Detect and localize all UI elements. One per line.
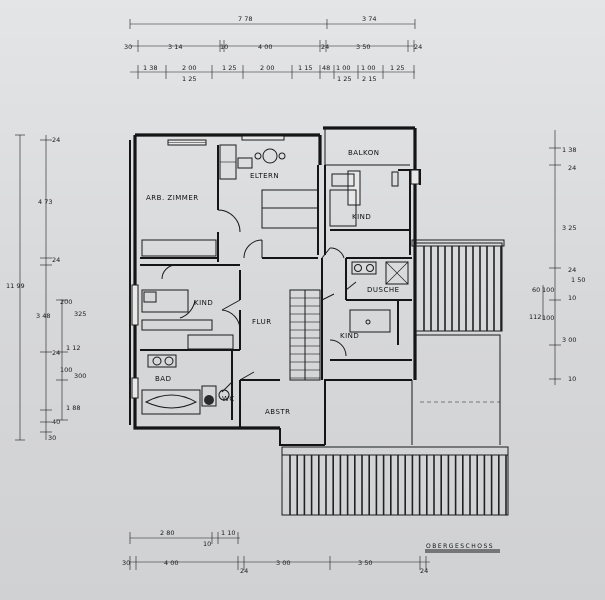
dim-top-r2-1: 3 14: [168, 43, 182, 51]
room-label-dusche: DUSCHE: [367, 286, 400, 294]
dim-top-r3-3: 2 00: [260, 64, 274, 72]
room-label-eltern: ELTERN: [250, 172, 279, 180]
dim-left-inner-3: 100: [60, 366, 72, 374]
terrace-outline: [411, 334, 501, 445]
dim-top-r2-4: 24: [321, 43, 329, 51]
dim-right-pair-b1: 100: [542, 314, 554, 322]
dim-top-r3-4: 1 15: [298, 64, 312, 72]
room-label-kind-se: KIND: [340, 332, 359, 340]
staircase: [289, 289, 321, 381]
furniture: [141, 144, 409, 415]
dim-right-pair-b0: 100: [542, 286, 554, 294]
dim-top-r3-8: 1 25: [390, 64, 404, 72]
dim-bottom-lower-1: 4 00: [164, 559, 178, 567]
dim-bottom-upper-0: 2 80: [160, 529, 174, 537]
right-dimension-chain: 1 38 24 3 25 1 50 24 10 3 00 10 60 112 1…: [529, 130, 585, 385]
dim-bottom-lower-2: 24: [240, 567, 248, 575]
dim-left-3: 11 99: [6, 282, 25, 290]
room-label-wc: WC: [222, 395, 235, 403]
dim-left-0: 24: [52, 136, 60, 144]
floor-title: OBERGESCHOSS: [426, 543, 494, 550]
door-swings: [161, 209, 357, 393]
dim-right-2: 3 25: [562, 224, 576, 232]
dim-left-2: 24: [52, 256, 60, 264]
room-label-balkon: BALKON: [348, 149, 379, 157]
dim-bottom-upper-2: 1 10: [221, 529, 235, 537]
dim-top-r3-lower-1: 1 25: [337, 75, 351, 83]
dim-top-r3-lower-2: 2 15: [362, 75, 376, 83]
east-balcony-grating: [411, 239, 505, 332]
south-terrace-railing: [281, 446, 509, 516]
dim-right-pair-a1: 112: [529, 313, 541, 321]
room-label-bad: BAD: [155, 375, 171, 383]
dim-top-r3-2: 1 25: [222, 64, 236, 72]
dim-left-inner-2: 1 12: [66, 344, 80, 352]
dim-top-r2-6: 24: [414, 43, 422, 51]
dim-left-inner-1: 325: [74, 310, 86, 318]
dim-bottom-lower-3: 3 00: [276, 559, 290, 567]
dim-top-r3-1: 2 00: [182, 64, 196, 72]
left-dimension-chains: 24 4 73 24 11 99 3 48 24 40 30 200 325 1…: [6, 134, 86, 442]
room-label-abstr: ABSTR: [265, 408, 291, 416]
dim-left-6: 40: [52, 418, 60, 426]
dim-top-r2-0: 30: [124, 43, 132, 51]
dim-right-4: 24: [568, 266, 576, 274]
dim-left-inner-5: 1 88: [66, 404, 80, 412]
dim-right-0: 1 38: [562, 146, 576, 154]
dim-top-total-left: 7 78: [238, 15, 252, 23]
dim-left-4: 3 48: [36, 312, 50, 320]
dim-top-r3-6: 1 00: [336, 64, 350, 72]
dim-bottom-lower-4: 3 50: [358, 559, 372, 567]
interior-walls: [140, 128, 421, 428]
dim-top-r3-0: 1 38: [143, 64, 157, 72]
room-label-kind-ne: KIND: [352, 213, 371, 221]
dim-top-r2-3: 4 00: [258, 43, 272, 51]
room-label-kind-w: KIND: [194, 299, 213, 307]
dim-top-total-right: 3 74: [362, 15, 376, 23]
dim-right-pair-a0: 60: [532, 286, 540, 294]
dim-left-1: 4 73: [38, 198, 52, 206]
dim-top-r2-2: 10: [220, 43, 228, 51]
dim-right-7: 10: [568, 375, 576, 383]
dim-bottom-upper-1: 10: [203, 540, 211, 548]
dim-left-5: 24: [52, 349, 60, 357]
dim-top-r3-lower-0: 1 25: [182, 75, 196, 83]
dim-top-r2-5: 3 50: [356, 43, 370, 51]
dim-right-1: 24: [568, 164, 576, 172]
dim-right-6: 3 00: [562, 336, 576, 344]
dim-left-7: 30: [48, 434, 56, 442]
dim-top-r3-5: 48: [322, 64, 330, 72]
bottom-dimension-chains: 2 80 10 1 10 30 4 00 24 3 00 3 50 24: [122, 529, 430, 575]
dim-left-inner-4: 300: [74, 372, 86, 380]
dim-top-r3-7: 1 00: [361, 64, 375, 72]
dim-bottom-lower-5: 24: [420, 567, 428, 575]
room-label-flur: FLUR: [252, 318, 272, 326]
dim-right-5: 10: [568, 294, 576, 302]
top-dimension-chains: 7 78 3 74 30 3 14 10 4 00 24 3 50 24 1 3…: [124, 15, 422, 83]
dim-right-3: 1 50: [571, 276, 585, 284]
floor-title-block: OBERGESCHOSS: [425, 543, 500, 553]
windows: [131, 135, 420, 399]
room-label-arb-zimmer: ARB. ZIMMER: [146, 194, 199, 202]
dim-bottom-lower-0: 30: [122, 559, 130, 567]
dim-left-inner-0: 200: [60, 298, 72, 306]
